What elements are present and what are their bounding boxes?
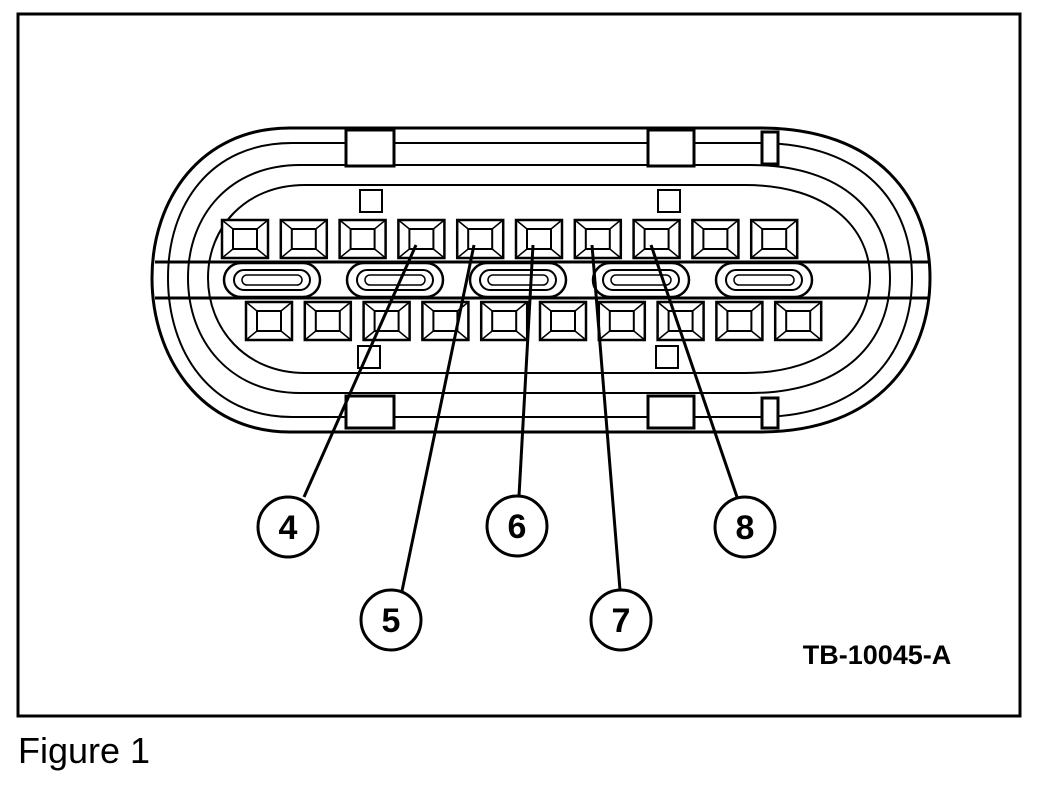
figure-caption: Figure 1 bbox=[18, 730, 151, 771]
upper-pin-8 bbox=[632, 218, 681, 260]
callout-6: 6 bbox=[485, 494, 549, 558]
leader-line-6 bbox=[517, 244, 535, 497]
lower-pin-2 bbox=[303, 300, 353, 342]
slot-1 bbox=[222, 261, 322, 299]
callout-label-6: 6 bbox=[508, 508, 527, 546]
upper-pin-2 bbox=[279, 218, 329, 260]
callout-4: 4 bbox=[256, 495, 320, 559]
callout-label-4: 4 bbox=[279, 509, 298, 547]
slot-5 bbox=[714, 261, 814, 299]
lower-pin-7 bbox=[597, 300, 647, 342]
callout-label-7: 7 bbox=[612, 602, 631, 640]
slot-3 bbox=[468, 261, 568, 299]
slot-row bbox=[222, 261, 814, 299]
callout-8: 8 bbox=[713, 495, 777, 559]
slot-4 bbox=[591, 261, 691, 299]
leader-lines bbox=[302, 244, 739, 592]
lower-pin-5 bbox=[479, 300, 529, 342]
upper-pin-3 bbox=[338, 218, 387, 260]
figure-code: TB-10045-A bbox=[803, 640, 952, 670]
callout-7: 7 bbox=[589, 588, 653, 652]
upper-pin-4 bbox=[397, 218, 446, 260]
callout-label-8: 8 bbox=[736, 509, 755, 547]
leader-line-8 bbox=[649, 244, 739, 498]
figure-frame bbox=[16, 12, 1022, 718]
upper-pin-7 bbox=[573, 218, 623, 260]
callout-label-5: 5 bbox=[382, 602, 401, 640]
slot-2 bbox=[345, 261, 445, 299]
upper-pin-9 bbox=[691, 218, 740, 260]
latch-tabs bbox=[344, 128, 780, 430]
lower-pin-6 bbox=[538, 300, 588, 342]
lower-pin-10 bbox=[773, 300, 823, 342]
callout-5: 5 bbox=[359, 588, 423, 652]
upper-pin-6 bbox=[514, 218, 564, 260]
lower-pin-9 bbox=[715, 300, 764, 342]
lower-pin-4 bbox=[421, 300, 470, 342]
upper-pin-row bbox=[220, 218, 799, 260]
upper-pin-5 bbox=[455, 218, 505, 260]
leader-line-4 bbox=[302, 244, 418, 498]
upper-pin-10 bbox=[749, 218, 799, 260]
upper-pin-1 bbox=[220, 218, 270, 260]
leader-line-7 bbox=[590, 244, 622, 591]
lower-pin-1 bbox=[244, 300, 294, 342]
lower-pin-row bbox=[244, 300, 823, 342]
leader-line-5 bbox=[400, 244, 476, 592]
